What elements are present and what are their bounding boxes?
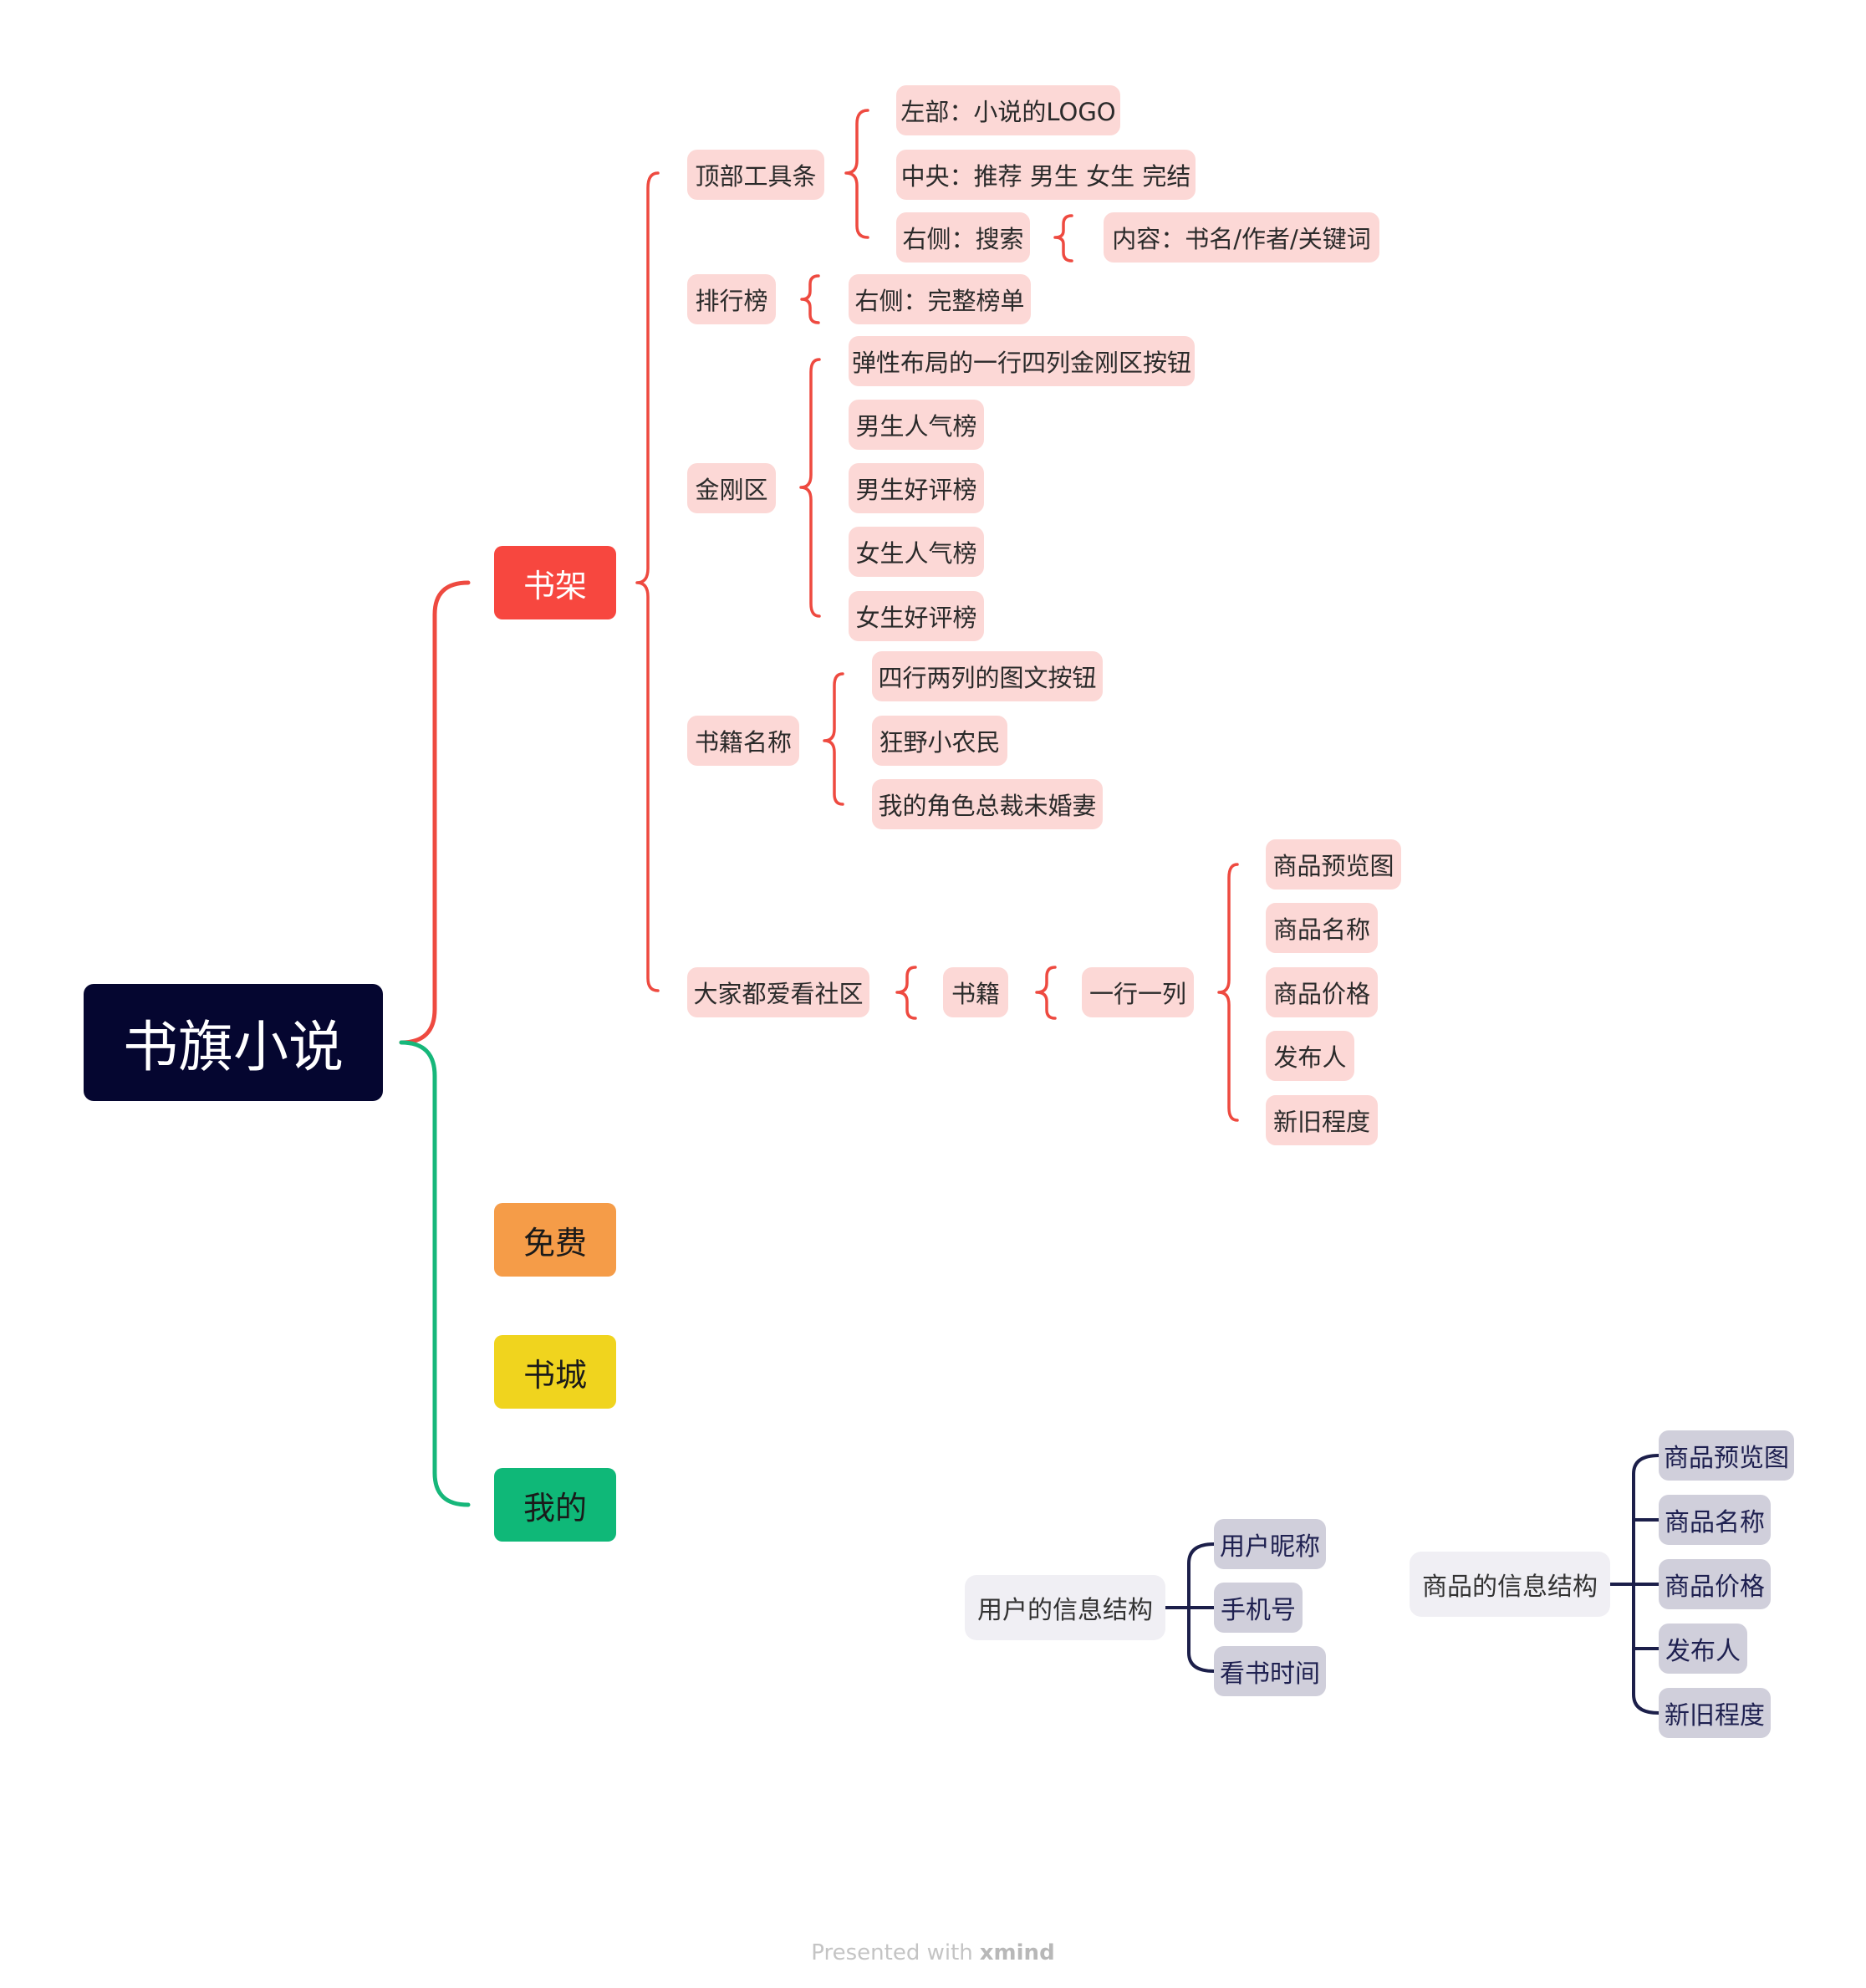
book-names-item[interactable]: 我的角色总裁未婚妻 — [872, 779, 1103, 829]
jingang-item[interactable]: 女生人气榜 — [849, 527, 984, 577]
product-info-item[interactable]: 新旧程度 — [1659, 1688, 1771, 1738]
book-names-item[interactable]: 四行两列的图文按钮 — [872, 651, 1103, 701]
user-info-item[interactable]: 用户昵称 — [1214, 1519, 1326, 1569]
community-book-node[interactable]: 书籍 — [943, 967, 1008, 1017]
product-info-item[interactable]: 商品名称 — [1659, 1495, 1771, 1545]
community-item[interactable]: 商品预览图 — [1266, 839, 1401, 890]
community-row-node[interactable]: 一行一列 — [1082, 967, 1194, 1017]
brace-toolbar — [844, 109, 869, 239]
jingang-item[interactable]: 男生好评榜 — [849, 463, 984, 513]
search-content-node[interactable]: 内容：书名/作者/关键词 — [1104, 212, 1379, 263]
product-info-node[interactable]: 商品的信息结构 — [1410, 1552, 1610, 1617]
toolbar-node[interactable]: 顶部工具条 — [687, 150, 824, 200]
jingang-node[interactable]: 金刚区 — [687, 463, 776, 513]
book-names-item[interactable]: 狂野小农民 — [872, 716, 1007, 766]
toolbar-center-node[interactable]: 中央：推荐 男生 女生 完结 — [896, 150, 1196, 200]
community-item[interactable]: 商品价格 — [1266, 967, 1378, 1017]
user-info-node[interactable]: 用户的信息结构 — [965, 1575, 1165, 1640]
product-info-item[interactable]: 商品预览图 — [1659, 1430, 1794, 1481]
branch-bookshelf[interactable]: 书架 — [494, 546, 616, 619]
community-item[interactable]: 发布人 — [1266, 1031, 1354, 1081]
brace-book-names — [823, 672, 844, 806]
product-info-item[interactable]: 商品价格 — [1659, 1559, 1771, 1609]
ranking-node[interactable]: 排行榜 — [687, 274, 776, 324]
toolbar-left-node[interactable]: 左部：小说的LOGO — [896, 85, 1120, 135]
product-info-item[interactable]: 发布人 — [1659, 1624, 1747, 1674]
toolbar-right-node[interactable]: 右侧：搜索 — [896, 212, 1030, 263]
brace-search — [1053, 214, 1073, 263]
community-item[interactable]: 新旧程度 — [1266, 1095, 1378, 1145]
footer-prefix: Presented with — [811, 1940, 973, 1965]
connector-root-green — [399, 1040, 471, 1507]
community-item[interactable]: 商品名称 — [1266, 903, 1378, 953]
user-info-item[interactable]: 看书时间 — [1214, 1646, 1326, 1696]
ranking-right-node[interactable]: 右侧：完整榜单 — [849, 274, 1031, 324]
brace-jingang — [799, 358, 821, 618]
book-names-node[interactable]: 书籍名称 — [687, 716, 799, 766]
brace-community — [895, 966, 917, 1020]
brace-row — [1217, 863, 1239, 1122]
bracket-bookshelf — [635, 171, 660, 992]
jingang-item[interactable]: 弹性布局的一行四列金刚区按钮 — [849, 336, 1195, 386]
footer-credit: Presented with xmind — [0, 1938, 1866, 1968]
brace-ranking — [800, 274, 820, 324]
branch-bookstore[interactable]: 书城 — [494, 1335, 616, 1409]
community-node[interactable]: 大家都爱看社区 — [687, 967, 869, 1017]
branch-mine[interactable]: 我的 — [494, 1468, 616, 1542]
branch-free[interactable]: 免费 — [494, 1203, 616, 1277]
connector-root-bookshelf — [399, 580, 471, 1045]
jingang-item[interactable]: 男生人气榜 — [849, 400, 984, 450]
jingang-item[interactable]: 女生好评榜 — [849, 591, 984, 641]
user-info-item[interactable]: 手机号 — [1214, 1583, 1303, 1633]
brace-book — [1035, 966, 1057, 1020]
root-node[interactable]: 书旗小说 — [84, 984, 383, 1101]
xmind-logo[interactable]: xmind — [979, 1940, 1055, 1965]
